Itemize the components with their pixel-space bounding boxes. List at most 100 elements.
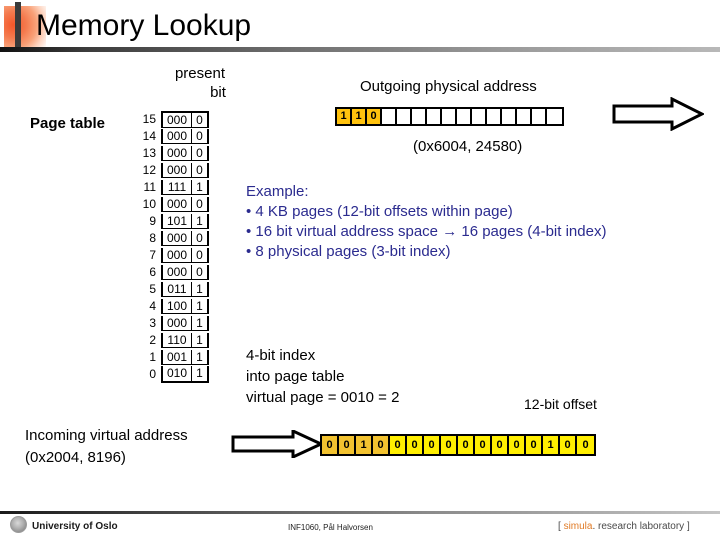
- page-table-frame-value: 010: [163, 366, 192, 381]
- page-table-frame-value: 000: [163, 163, 192, 178]
- page-table-row-index: 15: [142, 112, 156, 126]
- right-block-arrow-icon: [612, 96, 706, 132]
- incoming-address-bit: 0: [390, 436, 407, 454]
- outgoing-address-bit: [382, 109, 397, 124]
- page-table-frame-value: 001: [163, 350, 192, 365]
- outgoing-address-bit: [472, 109, 487, 124]
- index-note-line-2: into page table: [246, 368, 345, 385]
- outgoing-address-value: (0x6004, 24580): [413, 138, 523, 155]
- outgoing-address-bit: [502, 109, 517, 124]
- page-table-frame-value: 000: [163, 129, 192, 144]
- outgoing-address-bit: [517, 109, 532, 124]
- page-table-row-index: 11: [143, 180, 156, 194]
- incoming-address-bit: 0: [458, 436, 475, 454]
- footer-lab-word: simula: [563, 521, 593, 532]
- page-table-present-bit: 0: [192, 163, 207, 178]
- example-block: Example: 4 KB pages (12-bit offsets with…: [246, 182, 606, 262]
- incoming-address-bit: 0: [475, 436, 492, 454]
- present-bit-heading-line-2: bit: [210, 84, 226, 101]
- outgoing-address-bit: [532, 109, 547, 124]
- incoming-address-bit: 0: [526, 436, 543, 454]
- page-table-frame-value: 000: [163, 316, 192, 331]
- page-table-present-bit: 1: [192, 282, 207, 297]
- page-table-row-index: 1: [149, 350, 156, 364]
- incoming-address-bit: 0: [492, 436, 509, 454]
- incoming-address-bit: 0: [407, 436, 424, 454]
- incoming-address-label-line-1: Incoming virtual address: [25, 427, 188, 444]
- outgoing-address-bit: [412, 109, 427, 124]
- title-decoration-square: [4, 6, 46, 48]
- footer-lab-prefix: [: [558, 521, 564, 532]
- footer-lab-rest: . research laboratory ]: [592, 521, 690, 532]
- index-note-line-1: 4-bit index: [246, 347, 316, 364]
- page-table-label: Page table: [30, 115, 106, 132]
- outgoing-address-title: Outgoing physical address: [360, 78, 537, 95]
- page-table-row-index: 7: [149, 248, 156, 262]
- title-decoration-bar: [15, 2, 21, 52]
- page-title: Memory Lookup: [36, 9, 252, 42]
- title-divider: [0, 47, 720, 52]
- page-table-present-bit: 0: [192, 231, 207, 246]
- page-table-frame-value: 111: [163, 180, 192, 195]
- incoming-address-bit: 0: [339, 436, 356, 454]
- example-heading: Example:: [246, 183, 309, 200]
- example-bullet-1: 4 KB pages (12-bit offsets within page): [246, 202, 606, 222]
- page-table-row-index: 2: [149, 333, 156, 347]
- university-seal-icon: [10, 516, 27, 533]
- page-table-row-index: 14: [142, 129, 156, 143]
- outgoing-address-bit: [547, 109, 562, 124]
- page-table-frame-value: 000: [163, 146, 192, 161]
- offset-note-label: 12-bit offset: [524, 396, 597, 412]
- example-bullet-3: 8 physical pages (3-bit index): [246, 242, 606, 262]
- page-table-present-bit: 0: [192, 248, 207, 263]
- page-table-row-index: 4: [149, 299, 156, 313]
- footer-lab-brand: [ simula. research laboratory ]: [558, 521, 690, 532]
- example-bullet-2: 16 bit virtual address space → 16 pages …: [246, 222, 606, 242]
- page-table-row-index: 5: [149, 282, 156, 296]
- incoming-address-bit: 0: [322, 436, 339, 454]
- page-table-frame-value: 011: [163, 282, 192, 297]
- outgoing-address-bit: 0: [367, 109, 382, 124]
- page-table-frame-value: 101: [163, 214, 192, 229]
- right-block-arrow-icon: [231, 428, 325, 460]
- page-table-present-bit: 0: [192, 129, 207, 144]
- incoming-address-bit: 0: [560, 436, 577, 454]
- present-bit-heading: present bit: [140, 64, 260, 102]
- page-table-present-bit: 0: [192, 197, 207, 212]
- footer-divider: [0, 511, 720, 514]
- outgoing-address-bit: 1: [337, 109, 352, 124]
- outgoing-address-bit: [442, 109, 457, 124]
- outgoing-address-bit: [427, 109, 442, 124]
- page-table-row-index: 12: [142, 163, 156, 177]
- page-table-frame-value: 000: [163, 231, 192, 246]
- page-table-frame-value: 110: [163, 333, 192, 348]
- page-table-present-bit: 1: [192, 350, 207, 365]
- page-table-present-bit: 1: [192, 316, 207, 331]
- index-note: 4-bit index into page table virtual page…: [246, 345, 399, 408]
- incoming-address-bit: 0: [424, 436, 441, 454]
- present-bit-heading-line-1: present: [174, 65, 226, 82]
- page-table-present-bit: 1: [192, 214, 207, 229]
